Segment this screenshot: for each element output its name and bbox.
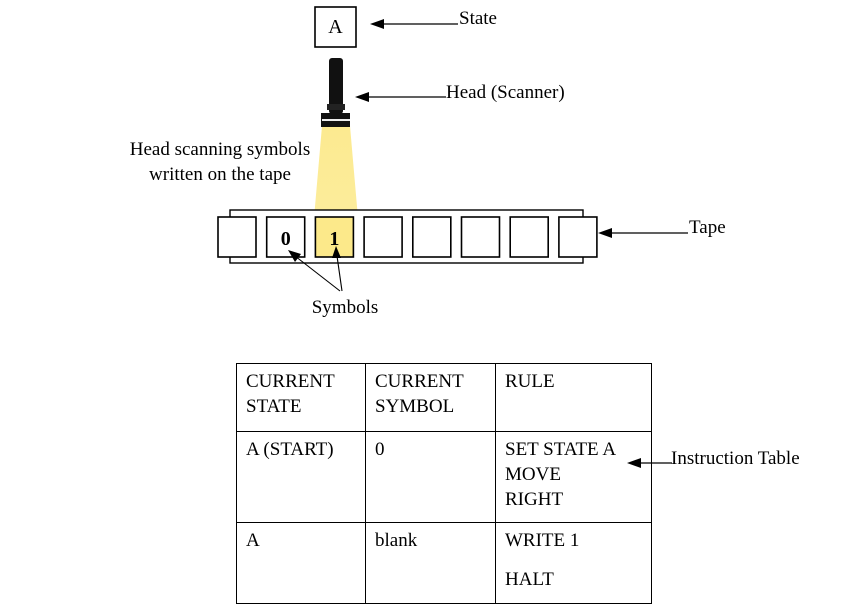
row-2-symbol: blank	[365, 522, 496, 604]
state-box	[314, 6, 357, 48]
tape-cell	[363, 216, 403, 258]
row-1-symbol: 0	[365, 431, 496, 523]
tape-symbol: 0	[281, 228, 291, 250]
head-arrowhead	[355, 92, 369, 102]
tape-label: Tape	[689, 217, 726, 238]
instruction-table-label: Instruction Table	[671, 448, 800, 469]
tape-arrowhead	[598, 228, 612, 238]
row-1-rule: SET STATE A MOVE RIGHT	[495, 431, 652, 523]
table-header-row: CURRENT STATE CURRENT SYMBOL RULE	[236, 363, 652, 432]
tape-cell	[558, 216, 598, 258]
scan-label-line2: written on the tape	[149, 164, 291, 185]
state-label: State	[459, 8, 497, 29]
symbols-arrowhead-0	[288, 250, 301, 262]
head-label: Head (Scanner)	[446, 82, 565, 103]
tape-symbol: 1	[329, 228, 339, 250]
row-2-rule: WRITE 1 HALT	[495, 522, 652, 604]
scanner-light-beam	[314, 126, 358, 218]
state-arrowhead	[370, 19, 384, 29]
tape-cell	[509, 216, 550, 258]
row-2-state: A	[236, 522, 366, 604]
header-current-symbol: CURRENT SYMBOL	[365, 363, 496, 432]
tape-cell	[265, 216, 306, 258]
head-scanner-icon	[321, 58, 350, 127]
row-1-state: A (START)	[236, 431, 366, 523]
state-letter: A	[328, 16, 343, 38]
symbols-label: Symbols	[312, 297, 379, 318]
table-row: A (START) 0 SET STATE A MOVE RIGHT	[236, 431, 652, 523]
header-rule: RULE	[495, 363, 652, 432]
tape-cell	[460, 216, 501, 258]
tape-cell	[314, 216, 355, 258]
instruction-table: CURRENT STATE CURRENT SYMBOL RULE A (STA…	[236, 363, 652, 604]
tape-cell	[217, 216, 257, 258]
symbols-arrow-line-1	[336, 255, 343, 292]
symbols-arrowhead-1	[332, 246, 341, 258]
table-row: A blank WRITE 1 HALT	[236, 522, 652, 604]
scan-label-line1: Head scanning symbols	[130, 139, 310, 160]
tape-cell	[411, 216, 452, 258]
symbols-arrow-line-0	[294, 255, 341, 292]
header-current-state: CURRENT STATE	[236, 363, 366, 432]
